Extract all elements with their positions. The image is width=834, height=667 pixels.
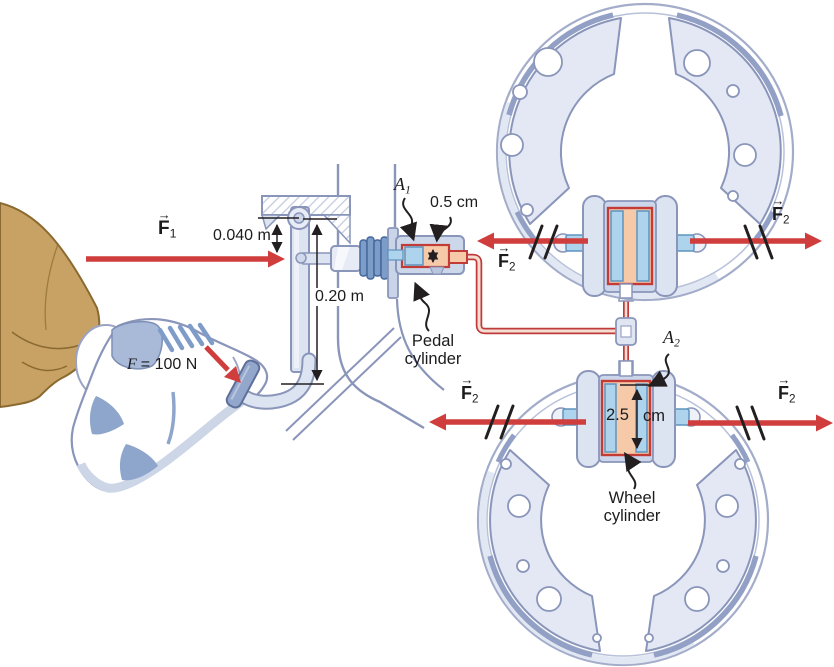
pedal-cylinder-pointer (413, 281, 430, 332)
annotation-pointers (399, 197, 670, 490)
force-f1-label: →F1 (157, 207, 177, 241)
wheel-bore-unit: cm (643, 407, 665, 425)
vector-arrow-icon: → (777, 372, 791, 387)
f2-arrow-head (805, 232, 822, 250)
shoe-laces (157, 322, 215, 353)
cylinder-flange-left (576, 370, 601, 468)
applied-force-label: F= 100 N (127, 356, 198, 373)
area-a1-label: A1 (394, 174, 411, 197)
shoe-lining (487, 555, 593, 658)
vector-arrow-icon: → (460, 372, 474, 387)
lever-length-dimension: 0.20 m (313, 288, 366, 306)
bore-pointer (429, 216, 452, 243)
pedal-bore-dimension: 0.5 cm (430, 194, 479, 211)
shoe-lining (653, 555, 759, 658)
pedal-arm (241, 354, 315, 408)
wheel-cylinder-label: Wheel cylinder (603, 489, 661, 526)
a1-pointer (399, 197, 417, 242)
f1-symbol: F (158, 218, 170, 239)
body-notch (429, 266, 445, 275)
inlet-port (387, 249, 404, 261)
force-f2-label-bottom-left: →F2 (460, 372, 479, 406)
foot-and-leg (0, 201, 269, 493)
wheel-cylinder-top (553, 195, 707, 299)
force-f2-label-top-right: →F2 (771, 193, 790, 227)
f2-arrow-head (816, 414, 833, 432)
area-a2-label: A2 (663, 327, 680, 350)
pedal-cylinder-label: Pedal cylinder (404, 332, 462, 369)
foot-force-arrow-head (224, 366, 241, 383)
foot-force-arrow-shaft (204, 345, 230, 372)
f2-arrow-head (477, 232, 494, 250)
force-arrows (86, 224, 833, 441)
heel-accent (89, 396, 124, 435)
outlet-stub (448, 250, 468, 264)
wheel-bore-value: 2.5 (606, 406, 629, 424)
wheel-piston-right (636, 210, 650, 282)
shoe-holes (500, 458, 746, 643)
vector-arrow-icon: → (157, 207, 171, 222)
vector-arrow-icon: → (497, 240, 511, 255)
pedal-cylinder (387, 227, 468, 299)
cylinder-flange-right (653, 195, 678, 297)
sneaker-sole (76, 398, 244, 493)
wheel-cylinder-pointer (624, 452, 642, 490)
vector-arrow-icon: → (771, 193, 785, 208)
force-f2-label-top-left: →F2 (497, 240, 516, 274)
shoe-holes (500, 47, 757, 217)
pedal-lever (225, 206, 317, 410)
wheel-piston-left (604, 383, 617, 453)
lever-offset-dimension: 0.040 m (213, 227, 271, 244)
break-marks (484, 224, 774, 441)
floor-line (292, 336, 402, 441)
shoe-tongue (111, 320, 164, 370)
master-piston (404, 246, 424, 266)
pushrod-assembly (295, 236, 396, 280)
firewall-panel (285, 164, 445, 441)
shoe-lining (495, 433, 517, 464)
pushrod (302, 252, 335, 265)
shoe-lining (729, 433, 751, 464)
pushrod-pivot (295, 252, 307, 264)
inlet-fitting (619, 360, 633, 377)
floor-line (285, 327, 395, 432)
shoe-seam (166, 391, 176, 445)
f2-arrow-head (429, 413, 446, 431)
inlet-fitting (619, 283, 633, 299)
f1-arrow-head (268, 250, 285, 268)
shoe-lining (676, 12, 784, 117)
brake-drum-top (495, 2, 795, 302)
cylinder-flange-left (582, 195, 607, 297)
a2-pointer (647, 353, 670, 387)
heel-accent (119, 444, 158, 481)
bracket-gusset (322, 214, 351, 245)
wheel-piston-left (610, 210, 624, 282)
force-f2-label-bottom-right: →F2 (777, 372, 796, 406)
brake-drum-bottom (476, 360, 770, 667)
